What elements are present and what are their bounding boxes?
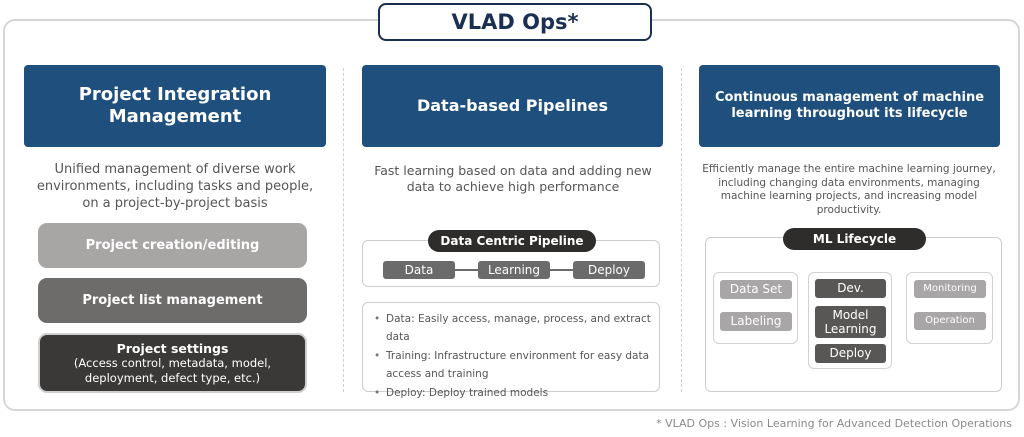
lifecycle-step-monitoring: Monitoring bbox=[914, 280, 986, 298]
button-label: Project creation/editing bbox=[85, 238, 260, 253]
pipeline-step-learning: Learning bbox=[478, 261, 550, 279]
list-item: Deploy: Deploy trained models bbox=[374, 384, 654, 403]
list-item: Data: Easily access, manage, process, an… bbox=[374, 310, 654, 347]
button-label: Project settings bbox=[116, 340, 229, 356]
pipeline-connector bbox=[455, 269, 478, 271]
column-divider bbox=[343, 68, 344, 392]
project-settings-button[interactable]: Project settings (Access control, metada… bbox=[38, 333, 307, 393]
project-creation-button[interactable]: Project creation/editing bbox=[38, 223, 307, 268]
pipeline-connector bbox=[550, 269, 573, 271]
pipeline-details-list: Data: Easily access, manage, process, an… bbox=[374, 310, 654, 402]
lifecycle-step-operation: Operation bbox=[914, 312, 986, 330]
column-description: Unified management of diverse work envir… bbox=[36, 162, 314, 211]
column-header-project-integration: Project Integration Management bbox=[24, 65, 326, 147]
pipeline-step-data: Data bbox=[383, 261, 455, 279]
column-header-ml-lifecycle: Continuous management of machine learnin… bbox=[699, 65, 1000, 147]
pipeline-label: Data Centric Pipeline bbox=[428, 230, 596, 252]
project-list-button[interactable]: Project list management bbox=[38, 278, 307, 323]
column-header-data-pipelines: Data-based Pipelines bbox=[362, 65, 663, 147]
list-item: Training: Infrastructure environment for… bbox=[374, 347, 654, 384]
column-description: Fast learning based on data and adding n… bbox=[374, 163, 652, 195]
button-sublabel: (Access control, metadata, model, deploy… bbox=[73, 356, 272, 385]
footnote: * VLAD Ops : Vision Learning for Advance… bbox=[656, 417, 1012, 430]
column-description: Efficiently manage the entire machine le… bbox=[702, 163, 996, 216]
page-title: VLAD Ops* bbox=[378, 3, 652, 41]
lifecycle-step-model-learning: Model Learning bbox=[815, 306, 886, 338]
lifecycle-step-dev: Dev. bbox=[815, 279, 886, 298]
pipeline-step-deploy: Deploy bbox=[573, 261, 645, 279]
button-label: Project list management bbox=[82, 293, 263, 308]
column-divider bbox=[681, 68, 682, 392]
lifecycle-step-deploy: Deploy bbox=[815, 344, 886, 363]
lifecycle-step-dataset: Data Set bbox=[720, 280, 792, 299]
lifecycle-label: ML Lifecycle bbox=[783, 228, 926, 250]
lifecycle-step-labeling: Labeling bbox=[720, 312, 792, 331]
